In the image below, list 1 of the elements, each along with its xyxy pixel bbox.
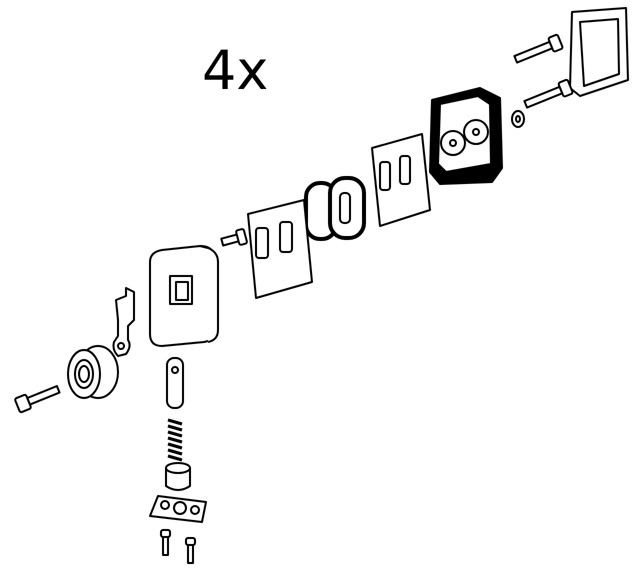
- quantity-note: 4x: [202, 44, 268, 98]
